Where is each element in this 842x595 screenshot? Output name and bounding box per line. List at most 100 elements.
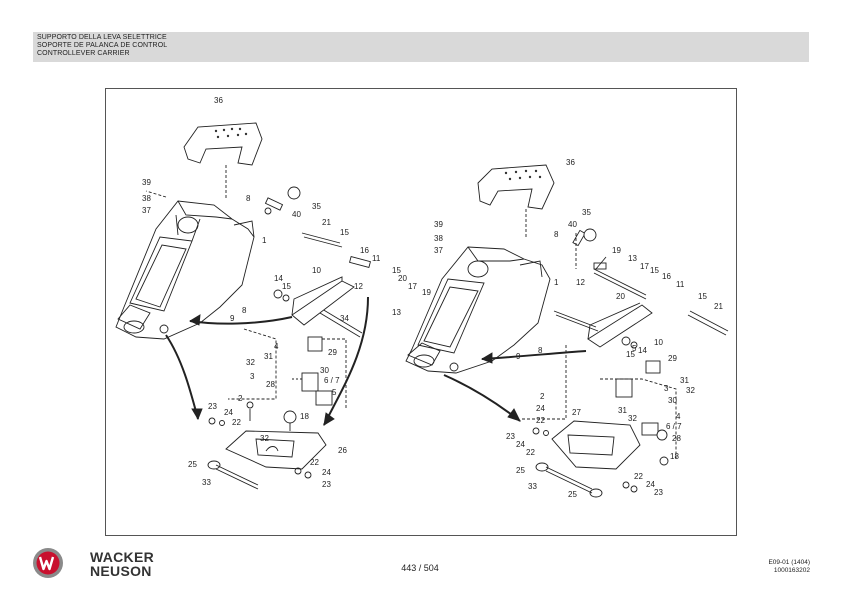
callout-label: 13	[392, 308, 401, 317]
callout-label: 4	[676, 412, 681, 421]
callout-label: 22	[526, 448, 535, 457]
callout-label: 4	[274, 342, 279, 351]
callout-label: 18	[670, 452, 679, 461]
callout-label: 30	[320, 366, 329, 375]
callout-label: 24	[516, 440, 525, 449]
callout-label: 15	[392, 266, 401, 275]
callout-label: 38	[142, 194, 151, 203]
callout-label: 31	[618, 406, 627, 415]
callout-label: 14	[638, 346, 647, 355]
callout-label: 22	[634, 472, 643, 481]
callout-label: 28	[672, 434, 681, 443]
callout-label: 24	[322, 468, 331, 477]
brand-line-neuson: NEUSON	[90, 563, 152, 579]
brand-wordmark: WACKER NEUSON	[90, 550, 154, 578]
callout-label: 33	[202, 478, 211, 487]
page-number: 443 / 504	[401, 563, 439, 573]
brand-line-wacker: WACKER	[90, 549, 155, 565]
callout-label: 22	[232, 418, 241, 427]
callout-label: 34	[340, 314, 349, 323]
callout-label: 8	[246, 194, 251, 203]
callout-label: 25	[568, 490, 577, 499]
callout-label: 20	[398, 274, 407, 283]
callout-label: 12	[354, 282, 363, 291]
callout-label: 31	[680, 376, 689, 385]
callout-label: 5	[332, 388, 337, 397]
callout-label: 19	[422, 288, 431, 297]
callout-label: 27	[572, 408, 581, 417]
callout-label: 2	[540, 392, 545, 401]
callout-label: 23	[654, 488, 663, 497]
callout-label: 6 / 7	[666, 422, 682, 431]
callout-label: 2	[238, 394, 243, 403]
callout-label: 28	[266, 380, 275, 389]
callout-label: 15	[650, 266, 659, 275]
callout-label: 1	[262, 236, 267, 245]
callout-label: 37	[142, 206, 151, 215]
callout-label: 31	[264, 352, 273, 361]
part-number: 1000163202	[773, 567, 810, 574]
callout-label: 29	[328, 348, 337, 357]
callout-label: 39	[142, 178, 151, 187]
callout-label: 16	[360, 246, 369, 255]
callout-label: 8	[554, 230, 559, 239]
callout-label: 1	[554, 278, 559, 287]
callout-label: 5	[632, 344, 637, 353]
callout-label: 11	[372, 254, 381, 263]
callout-label: 21	[714, 302, 723, 311]
callout-label: 22	[536, 416, 545, 425]
callout-label: 32	[628, 414, 637, 423]
callout-label: 22	[310, 458, 319, 467]
callout-label: 23	[208, 402, 217, 411]
callout-label: 3	[250, 372, 255, 381]
callout-label: 15	[626, 350, 635, 359]
callout-label: 21	[322, 218, 331, 227]
callout-label: 35	[582, 208, 591, 217]
document-reference: E09-01 (1404) 1000163202	[768, 559, 810, 575]
callout-label: 33	[528, 482, 537, 491]
callout-label: 10	[654, 338, 663, 347]
callout-label: 23	[506, 432, 515, 441]
callout-label: 10	[312, 266, 321, 275]
callout-label: 30	[668, 396, 677, 405]
callout-label: 35	[312, 202, 321, 211]
exploded-parts-diagram: 36 39 38 37 1 8 40 35 21 15 16 11 15 20 …	[105, 88, 737, 536]
callout-label: 17	[640, 262, 649, 271]
callout-label: 15	[282, 282, 291, 291]
callout-label: 20	[616, 292, 625, 301]
callout-label: 3	[664, 384, 669, 393]
doc-code: E09-01 (1404)	[768, 559, 810, 566]
callout-label: 19	[612, 246, 621, 255]
callout-label: 24	[536, 404, 545, 413]
callout-label: 8	[538, 346, 543, 355]
callout-label: 9	[230, 314, 235, 323]
header-title-english: CONTROLLEVER CARRIER	[37, 50, 130, 57]
diagram-drawing: 36 39 38 37 1 8 40 35 21 15 16 11 15 20 …	[115, 96, 729, 499]
callout-label: 40	[568, 220, 577, 229]
callout-label: 14	[274, 274, 283, 283]
header-title-italian: SUPPORTO DELLA LEVA SELETTRICE	[37, 34, 167, 41]
callout-label: 36	[566, 158, 575, 167]
callout-label: 26	[338, 446, 347, 455]
callout-label: 38	[434, 234, 443, 243]
callout-label: 6 / 7	[324, 376, 340, 385]
callout-label: 37	[434, 246, 443, 255]
callout-label: 39	[434, 220, 443, 229]
callout-label: 32	[260, 434, 269, 443]
callout-label: 36	[214, 96, 223, 105]
callout-label: 40	[292, 210, 301, 219]
document-header: SUPPORTO DELLA LEVA SELETTRICE SOPORTE D…	[33, 32, 809, 62]
callout-label: 24	[224, 408, 233, 417]
callout-label: 9	[516, 352, 521, 361]
callout-label: 8	[242, 306, 247, 315]
callout-label: 12	[576, 278, 585, 287]
callout-label: 15	[340, 228, 349, 237]
wacker-neuson-logo-icon	[33, 548, 63, 578]
callout-label: 32	[686, 386, 695, 395]
callout-label: 25	[516, 466, 525, 475]
callout-label: 23	[322, 480, 331, 489]
callout-label: 11	[676, 280, 685, 289]
callout-label: 25	[188, 460, 197, 469]
callout-label: 24	[646, 480, 655, 489]
callout-label: 13	[628, 254, 637, 263]
